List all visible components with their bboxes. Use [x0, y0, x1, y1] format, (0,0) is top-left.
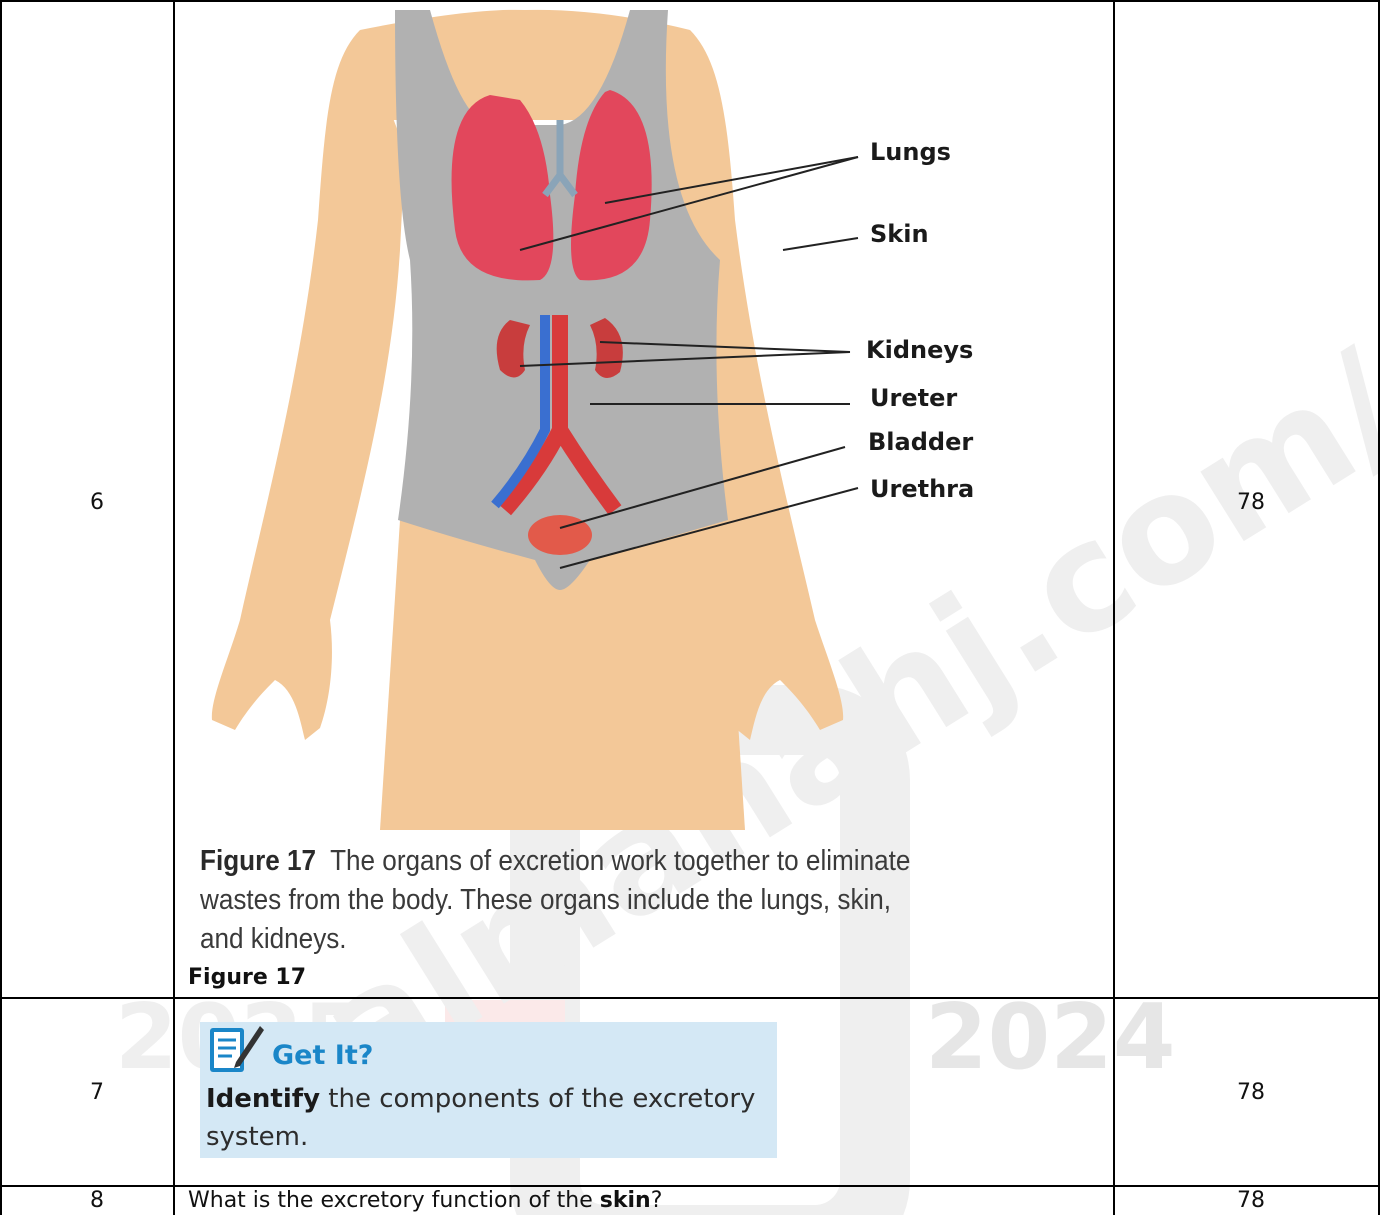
table-border [1113, 0, 1115, 1215]
row-number: 6 [90, 490, 104, 515]
get-it-heading: Get It? [272, 1040, 373, 1071]
table-border [0, 997, 1380, 999]
question-keyword: skin [600, 1188, 651, 1213]
table-border [0, 0, 2, 1215]
row-number: 8 [90, 1188, 104, 1213]
page-number: 78 [1237, 490, 1265, 515]
page-number: 78 [1237, 1188, 1265, 1213]
label-bladder: Bladder [868, 428, 973, 456]
table-border [0, 1185, 1380, 1187]
label-ureter: Ureter [870, 384, 957, 412]
get-it-box: Get It? Identify the components of the e… [200, 1022, 777, 1158]
label-urethra: Urethra [870, 475, 974, 503]
label-kidneys: Kidneys [866, 336, 973, 364]
notebook-pencil-icon [206, 1022, 266, 1080]
question-text-before: What is the excretory function of the [188, 1188, 600, 1213]
get-it-prompt: Identify the components of the excretory… [206, 1080, 776, 1156]
question-text: What is the excretory function of the sk… [188, 1188, 662, 1213]
caption-figure-number: Figure 17 [200, 845, 316, 877]
label-lungs: Lungs [870, 138, 951, 166]
question-text-after: ? [651, 1188, 663, 1213]
row-number: 7 [90, 1080, 104, 1105]
page-number: 78 [1237, 1080, 1265, 1105]
left-arm [212, 30, 405, 740]
label-skin: Skin [870, 220, 929, 248]
get-it-verb: Identify [206, 1084, 320, 1114]
figure-title: Figure 17 [188, 965, 306, 990]
left-lung [452, 95, 554, 280]
figure-caption: Figure 17 The organs of excretion work t… [200, 842, 920, 959]
table-border [0, 0, 1380, 2]
excretory-system-figure [175, 8, 1113, 838]
